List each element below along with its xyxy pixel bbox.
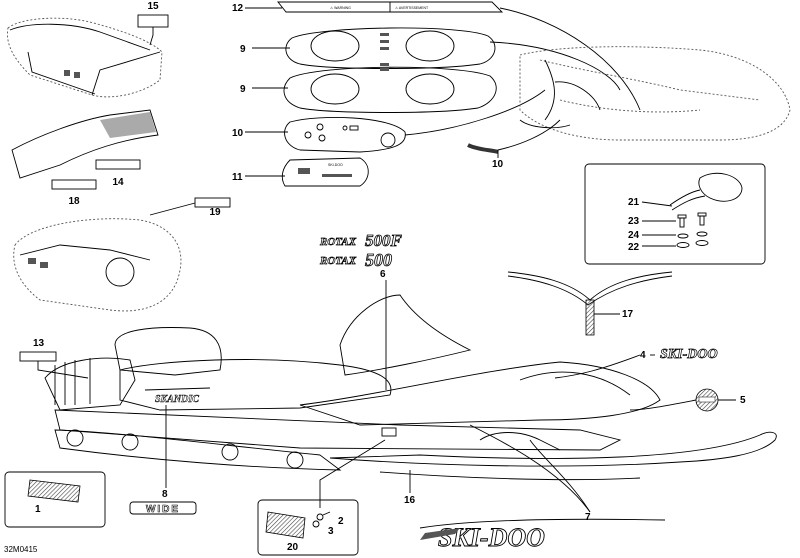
callout-16: 15	[147, 1, 159, 12]
callout-2: 2	[338, 516, 344, 527]
callout-13: 12	[232, 3, 244, 14]
callout-8: 8	[162, 489, 168, 500]
callout-12: 11	[232, 172, 243, 183]
callout-23: 22	[628, 242, 640, 253]
skidoo-large-decal: SKI-DOO	[419, 518, 666, 552]
svg-text:ROTAX: ROTAX	[319, 236, 357, 248]
reference-code: 32M0415	[4, 545, 38, 554]
svg-text:SKI-DOO: SKI-DOO	[660, 347, 718, 362]
callout-box-19	[51, 179, 97, 190]
rotax-decal-1: ROTAX 500F	[319, 231, 403, 251]
svg-text:WIDE: WIDE	[146, 504, 180, 515]
callout-10: 10	[232, 128, 244, 139]
callout-6: 6	[380, 269, 386, 280]
mirror-kit-box	[584, 163, 766, 265]
callout-18: 17	[622, 309, 634, 320]
side-decal-part	[11, 109, 159, 179]
dash-decal-upper	[285, 27, 496, 69]
callout-9-upper: 9	[240, 44, 246, 55]
callout-box-14	[19, 351, 57, 362]
callout-4: 4	[640, 350, 646, 361]
switch-decal-part	[284, 117, 406, 153]
callout-20: 19	[209, 207, 221, 218]
washer-icon	[312, 520, 320, 528]
callout-19: 18	[68, 196, 80, 207]
callout-5: 5	[740, 395, 746, 406]
trim-strip-part	[467, 143, 499, 154]
callout-25: 24	[628, 230, 640, 241]
svg-text:500: 500	[365, 250, 392, 270]
instrument-pod-part	[7, 17, 163, 98]
svg-text:SKI-DOO: SKI-DOO	[328, 163, 343, 167]
callout-box-16	[137, 14, 169, 28]
main-snowmobile-body: SKANDIC	[44, 294, 777, 481]
windshield-stripe-part	[507, 271, 673, 336]
reflector-part-21	[265, 511, 306, 539]
callout-11: 10	[492, 159, 504, 170]
mirror-icon	[669, 172, 743, 211]
callout-box-20	[194, 197, 231, 208]
callout-1: 1	[35, 504, 41, 515]
svg-text:⚠ WARNING: ⚠ WARNING	[330, 6, 351, 10]
dash-decal-lower	[283, 63, 497, 113]
callout-24: 23	[628, 216, 640, 227]
reflector-box-21	[257, 499, 359, 556]
callout-15: 14	[112, 177, 124, 188]
svg-text:500F: 500F	[365, 231, 403, 250]
svg-text:SKI-DOO: SKI-DOO	[438, 523, 545, 552]
svg-text:SKANDIC: SKANDIC	[155, 394, 199, 405]
callout-box-15	[95, 159, 141, 170]
svg-text:ROTAX: ROTAX	[319, 255, 357, 267]
reflector-box-1	[4, 471, 106, 528]
screw-icon	[677, 212, 707, 228]
callout-9-lower: 9	[240, 84, 246, 95]
rotax-decal-2: ROTAX 500	[319, 250, 393, 271]
svg-text:⚠ AVERTISSEMENT: ⚠ AVERTISSEMENT	[395, 6, 429, 10]
snowmobile-outline-icon	[519, 46, 791, 141]
callout-3: 3	[328, 526, 334, 537]
washer-icon	[676, 231, 709, 248]
callout-14: 13	[33, 338, 45, 349]
callout-17: 16	[404, 495, 416, 506]
callout-21: 20	[287, 542, 299, 553]
reflector-part-1	[27, 479, 81, 503]
screw-icon	[316, 513, 324, 521]
callout-7: 7	[585, 512, 591, 523]
callout-22: 21	[628, 197, 640, 208]
wide-decal: WIDE	[129, 501, 197, 515]
warning-decal-part: ⚠ WARNING ⚠ AVERTISSEMENT	[277, 1, 504, 13]
hood-badge-part: SKI-DOO	[281, 157, 369, 187]
emblem-icon	[695, 388, 719, 412]
console-part	[13, 218, 182, 312]
skidoo-hood-decal: SKI-DOO	[660, 347, 718, 363]
